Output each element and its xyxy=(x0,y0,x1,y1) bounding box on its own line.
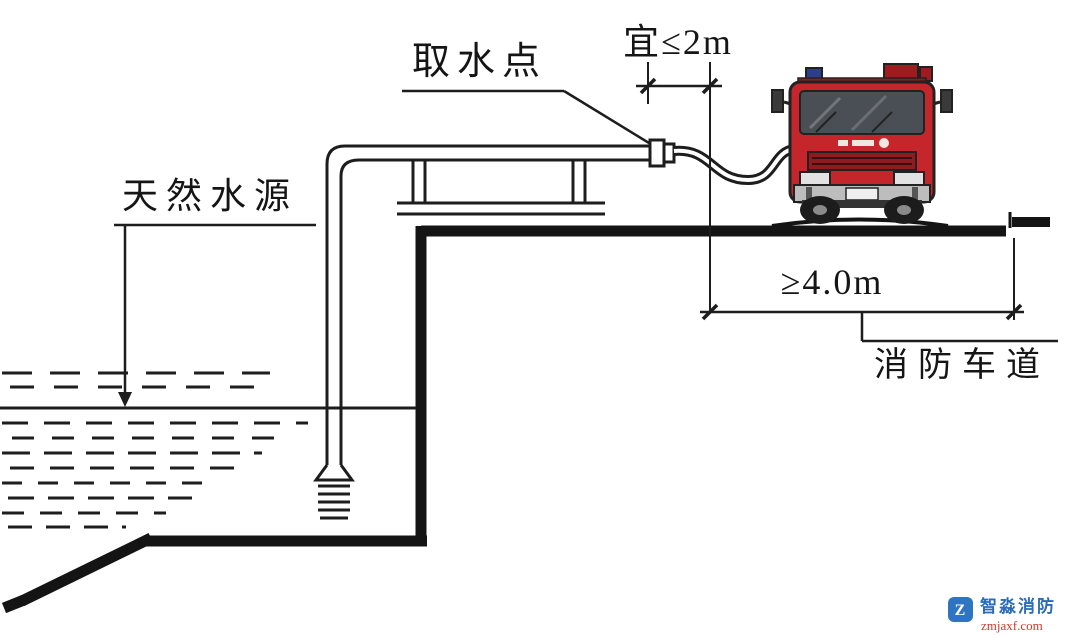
windshield xyxy=(799,90,925,135)
strainer-coil xyxy=(318,484,350,520)
dim-2m-label: 宜≤2m xyxy=(623,22,733,62)
pipe-coupling xyxy=(648,138,666,168)
water-source-text: 天然水源 xyxy=(122,176,298,216)
watermark-brand: 智淼消防 xyxy=(980,596,1056,616)
intake-point-text: 取水点 xyxy=(412,41,547,83)
fire-lane-label: 消防车道 xyxy=(860,312,1058,384)
intake-platform xyxy=(397,160,605,216)
suction-hose xyxy=(673,144,796,186)
water-source-label: 天然水源 xyxy=(114,176,316,407)
dim-4m-label: ≥4.0m xyxy=(781,262,884,302)
watermark-logo-letter: Z xyxy=(955,602,966,619)
ground-and-bank xyxy=(1,212,1050,614)
watermark-logo xyxy=(948,597,973,622)
watermark-site: zmjaxf.com xyxy=(981,618,1043,633)
left-mirror xyxy=(771,89,784,113)
suction-pipe xyxy=(313,138,676,520)
left-headlight xyxy=(799,171,831,186)
water-body xyxy=(0,371,416,529)
right-mirror xyxy=(940,89,953,113)
leader-arrowhead xyxy=(118,392,132,407)
right-headlight xyxy=(893,171,925,186)
intake-point-label: 取水点 xyxy=(402,41,650,145)
watermark: Z 智淼消防 zmjaxf.com xyxy=(948,596,1056,633)
fire-lane-text: 消防车道 xyxy=(874,346,1050,384)
dimension-road-4m: ≥4.0m xyxy=(700,238,1024,321)
license-plate xyxy=(845,187,879,201)
grille xyxy=(807,151,917,171)
strainer-funnel xyxy=(313,464,355,482)
dimension-hose-2m: 宜≤2m xyxy=(623,22,733,312)
fire-truck xyxy=(771,63,953,224)
